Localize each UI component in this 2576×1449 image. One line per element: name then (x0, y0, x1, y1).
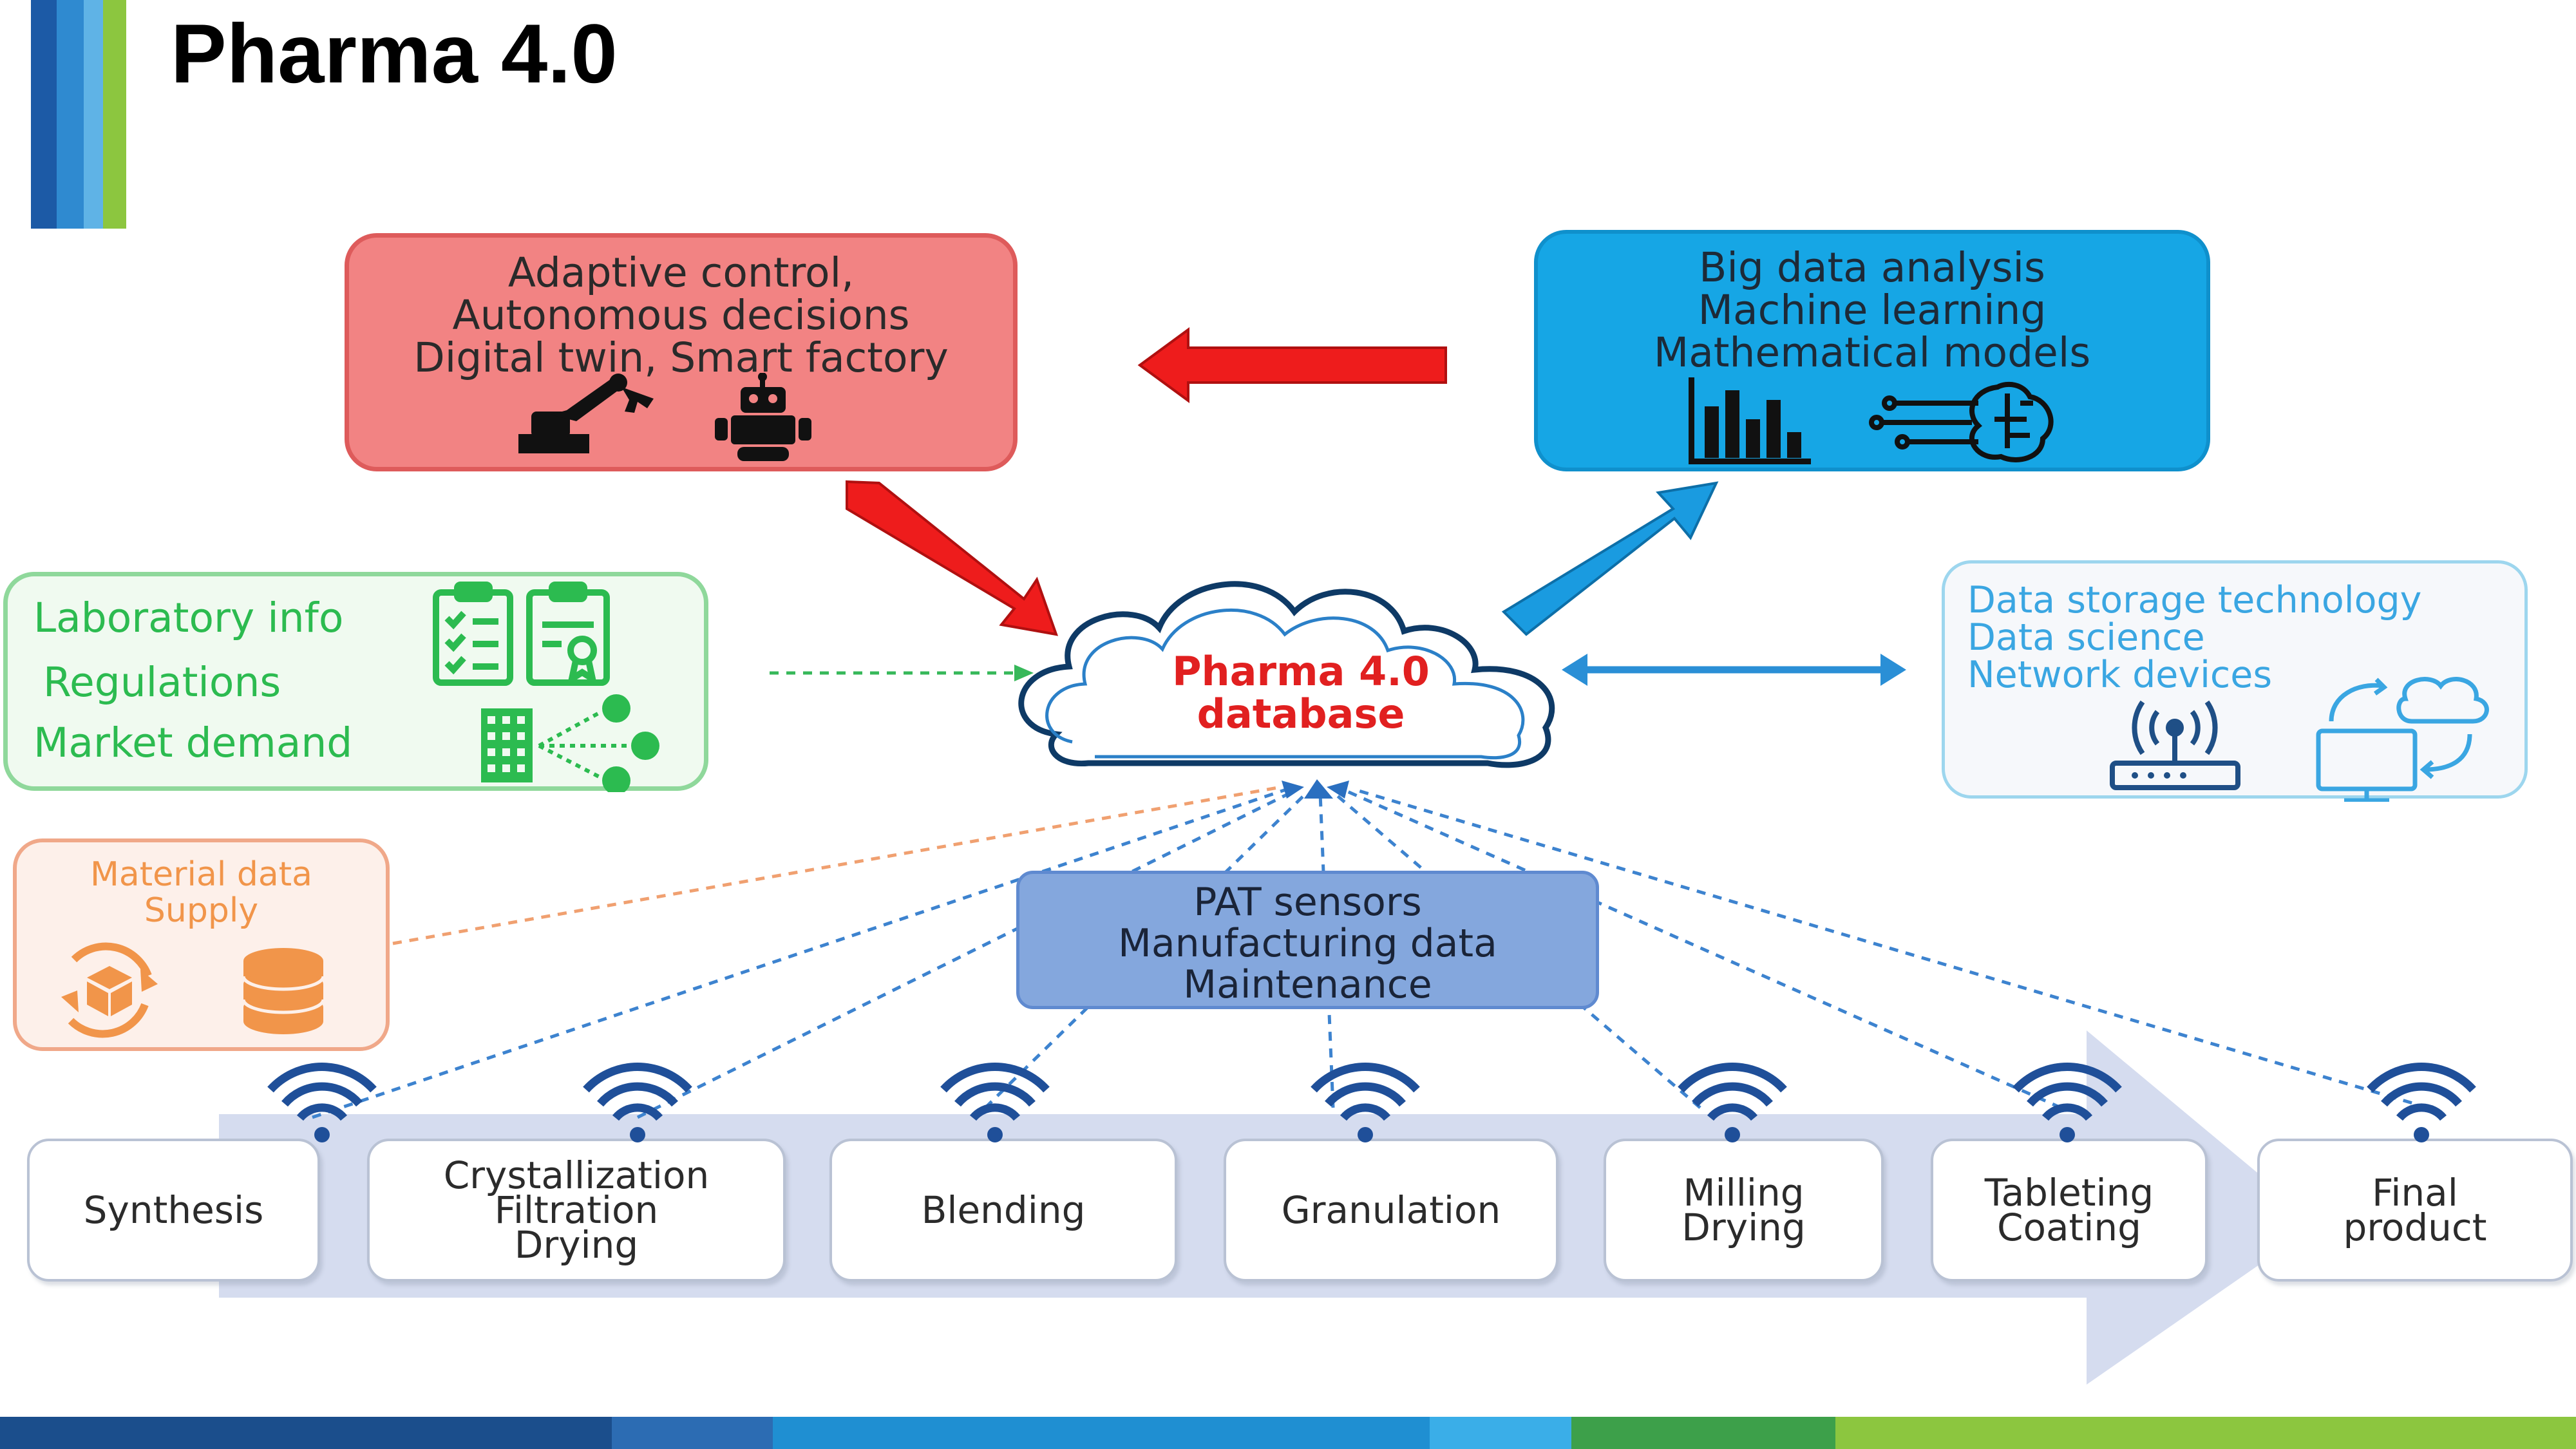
process-step-milling: Milling Drying (1604, 1139, 1884, 1282)
page-title: Pharma 4.0 (171, 6, 618, 100)
lab-link (770, 665, 1034, 681)
accent-bar (31, 0, 57, 229)
bottom-color-strip (0, 1417, 2576, 1449)
pat-line: Maintenance (1183, 962, 1432, 1007)
accent-bar (57, 0, 84, 229)
lab-line: Laboratory info (33, 594, 344, 641)
material-line: Supply (144, 891, 259, 930)
wifi-icon (2370, 1067, 2473, 1142)
cloud-computer-icon (2316, 677, 2489, 802)
sensor-arrowheads (1282, 779, 1349, 799)
process-step-granulation: Granulation (1224, 1139, 1558, 1282)
building-network-icon (481, 694, 659, 792)
analysis-line: Big data analysis (1699, 244, 2045, 291)
step-label: Granulation (1281, 1188, 1501, 1232)
pat-sensors-box: PAT sensors Manufacturing data Maintenan… (1016, 871, 1599, 1009)
step-label: Tableting Coating (1984, 1171, 2154, 1249)
control-line: Autonomous decisions (452, 292, 910, 339)
control-icons (518, 373, 811, 461)
process-step-tableting: Tableting Coating (1931, 1139, 2208, 1282)
clipboard-checklist-icon (433, 582, 513, 686)
lab-line: Market demand (33, 719, 353, 766)
pat-line: PAT sensors (1193, 880, 1422, 925)
database-cloud (1018, 581, 1555, 768)
process-step-synthesis: Synthesis (27, 1139, 320, 1282)
wifi-icon (943, 1067, 1046, 1142)
database-cloud-label: Pharma 4.0 database (1046, 650, 1555, 735)
adaptive-control-box: Adaptive control, Autonomous decisions D… (345, 233, 1018, 471)
storage-line: Data storage technology (1967, 579, 2422, 621)
data-storage-box: Data storage technology Data science Net… (1942, 560, 2528, 802)
control-line: Digital twin, Smart factory (413, 334, 949, 381)
storage-line: Network devices (1967, 654, 2273, 696)
red-arrow-down (846, 480, 1059, 636)
ai-brain-icon (1869, 381, 2054, 462)
wifi-icon (1681, 1067, 1784, 1142)
accent-bar (103, 0, 126, 229)
control-line: Adaptive control, (507, 249, 855, 296)
package-cycle-icon (61, 942, 158, 1038)
step-label: Blending (921, 1188, 1086, 1232)
step-label: Synthesis (83, 1188, 264, 1232)
wifi-icon (270, 1067, 374, 1142)
material-data-box: Material data Supply (13, 838, 390, 1051)
sensor-links (312, 787, 2429, 1119)
wifi-icon (1314, 1067, 1417, 1142)
storage-icons (2110, 677, 2489, 802)
accent-bar (84, 0, 103, 229)
database-line: Pharma 4.0 (1172, 648, 1430, 695)
wifi-icon (2016, 1067, 2119, 1142)
process-step-crystallization: Crystallization Filtration Drying (367, 1139, 786, 1282)
analysis-line: Mathematical models (1653, 329, 2091, 376)
pat-line: Manufacturing data (1118, 921, 1497, 966)
certificate-icon (526, 582, 610, 686)
database-line: database (1197, 690, 1405, 737)
wireless-router-icon (2110, 700, 2240, 790)
storage-double-arrow (1562, 654, 1906, 686)
big-data-analysis-box: Big data analysis Machine learning Mathe… (1534, 230, 2210, 471)
storage-line: Data science (1967, 616, 2205, 659)
analysis-line: Machine learning (1698, 287, 2047, 334)
database-icon (242, 948, 325, 1034)
process-step-final-product: Final product (2257, 1139, 2573, 1282)
bar-chart-icon (1689, 377, 1811, 464)
step-label: Final product (2343, 1171, 2487, 1249)
lab-line: Regulations (43, 659, 281, 706)
blue-arrow-up (1501, 481, 1719, 636)
robotic-arm-icon (518, 374, 654, 453)
step-label: Milling Drying (1681, 1171, 1806, 1249)
step-label: Crystallization Filtration Drying (443, 1153, 710, 1267)
material-line: Material data (90, 855, 312, 894)
analysis-icons (1689, 377, 2054, 464)
process-step-blending: Blending (829, 1139, 1177, 1282)
lab-icons (433, 582, 659, 792)
wifi-icon (586, 1067, 689, 1142)
robot-icon (715, 373, 811, 461)
material-icons (61, 942, 325, 1038)
red-arrow-left (1137, 327, 1447, 403)
laboratory-info-box: Laboratory info Regulations Market deman… (3, 572, 708, 792)
